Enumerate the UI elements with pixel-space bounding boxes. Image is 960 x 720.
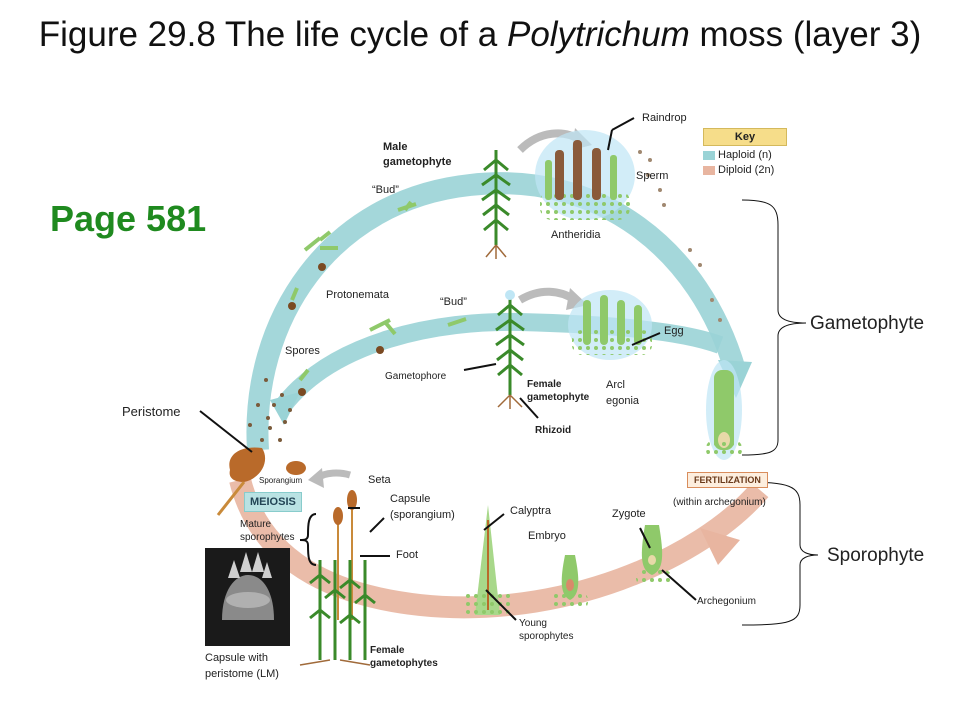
male-gametophyte-plant [481, 150, 511, 259]
haploid-inner-arrowhead [270, 392, 300, 425]
archegonia-cluster [568, 290, 652, 360]
label-female-gametophytes-1: Female [370, 645, 405, 656]
label-female-gametophytes-2: gametophytes [370, 658, 438, 669]
label-young-sporophytes-1: Young [519, 618, 547, 629]
label-archegonia-1: Arcl [606, 379, 625, 391]
label-seta: Seta [368, 474, 391, 486]
leader-lines [199, 117, 697, 621]
haploid-inner-arrow [272, 312, 724, 416]
sporophyte-bracket [741, 481, 819, 626]
title-italic: Polytrichum [506, 15, 690, 54]
title-suffix: moss (layer 3) [689, 15, 922, 54]
page-label: Page 581 [50, 198, 207, 239]
label-capsule-1: Capsule [390, 493, 431, 505]
spore-dots-mid [298, 346, 384, 396]
zygote-archegonium [636, 525, 672, 586]
label-embryo: Embryo [528, 530, 566, 542]
label-male-gametophyte-2: gametophyte [383, 156, 452, 168]
label-archegonia-2: egonia [606, 395, 640, 407]
fertilization-badge: FERTILIZATION [687, 472, 768, 488]
spore-dots-top [288, 263, 326, 310]
legend-key: Key Haploid (n) Diploid (2n) [703, 128, 787, 176]
label-calyptra: Calyptra [510, 505, 551, 517]
label-bud-top: “Bud” [372, 184, 399, 196]
label-antheridia: Antheridia [551, 229, 601, 241]
key-haploid-row: Haploid (n) [703, 149, 787, 161]
diploid-arrowhead [700, 528, 740, 565]
label-male-gametophyte-1: Male [383, 141, 408, 153]
label-mature-sporophytes-2: sporophytes [240, 532, 295, 543]
label-capsule-2: (sporangium) [390, 509, 455, 521]
label-sporophyte-bracket: Sporophyte [827, 545, 925, 566]
label-foot: Foot [396, 549, 419, 561]
key-diploid-row: Diploid (2n) [703, 164, 787, 176]
label-egg: Egg [664, 325, 684, 337]
fertilization-archegonium [706, 360, 742, 460]
gametophyte-bracket [741, 199, 807, 456]
label-bud-mid: “Bud” [440, 296, 467, 308]
sperm-dots [638, 150, 722, 322]
young-sporophyte-calyptra [462, 505, 512, 615]
label-sperm: Sperm [636, 170, 669, 182]
capsule-micrograph [205, 548, 290, 646]
label-female-gametophyte-2: gametophyte [527, 392, 590, 403]
label-raindrop: Raindrop [642, 112, 687, 124]
haploid-outer-arrow [246, 172, 746, 451]
label-spores: Spores [285, 345, 320, 357]
haploid-label: Haploid (n) [718, 149, 772, 161]
label-peristome: Peristome [122, 404, 181, 419]
mature-sporophyte-brace [299, 513, 317, 566]
label-sporangium: Sporangium [259, 476, 303, 485]
label-capsule-lm-1: Capsule with [205, 652, 268, 664]
embryo-archegonium [552, 555, 588, 610]
figure-title: Figure 29.8 The life cycle of a Polytric… [0, 14, 960, 56]
antheridia-cluster [535, 130, 635, 220]
meiosis-badge: MEIOSIS [244, 492, 302, 512]
label-zygote: Zygote [612, 508, 646, 520]
label-protonemata: Protonemata [326, 289, 389, 301]
label-gametophyte-bracket: Gametophyte [810, 313, 925, 334]
protonemata-top [290, 200, 417, 301]
diploid-label: Diploid (2n) [718, 164, 775, 176]
sporangium-capsule [216, 447, 306, 516]
title-prefix: Figure 29.8 The life cycle of a [38, 15, 507, 54]
key-header: Key [703, 128, 787, 146]
label-mature-sporophytes-1: Mature [240, 519, 272, 530]
label-archegonium: Archegonium [697, 596, 756, 607]
diploid-swatch [703, 165, 715, 175]
label-capsule-lm-2: peristome (LM) [205, 668, 279, 680]
mature-sporophytes [299, 490, 376, 666]
label-rhizoid: Rhizoid [535, 425, 572, 436]
label-female-gametophyte-1: Female [527, 379, 562, 390]
protonemata-mid [298, 317, 467, 382]
label-young-sporophytes-2: sporophytes [519, 631, 574, 642]
label-gametophore: Gametophore [385, 371, 447, 382]
haploid-swatch [703, 150, 715, 160]
label-within-archegonium: (within archegonium) [673, 497, 766, 508]
female-gametophyte-plant [495, 290, 525, 409]
grey-arrow-mid [517, 287, 578, 304]
spore-shower [248, 378, 292, 442]
